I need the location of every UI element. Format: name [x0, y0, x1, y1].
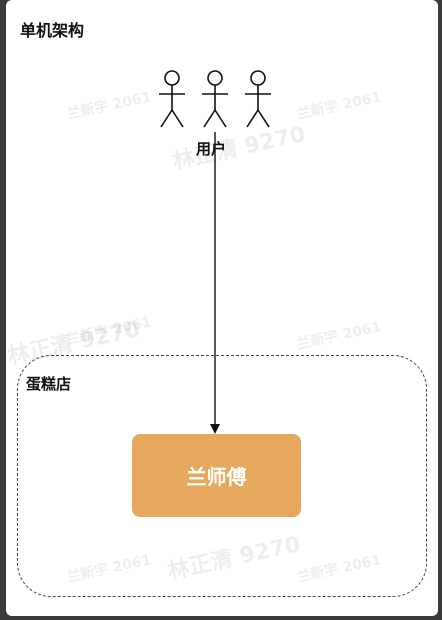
cake-shop-boundary: [17, 355, 427, 597]
diagram-canvas: 兰新宇 2061 兰新宇 2061 林正清 9270 林正清 9270 兰新宇 …: [6, 0, 438, 616]
user-figure-icon: [159, 70, 185, 128]
users-label: 用户: [196, 140, 227, 158]
worker-label: 兰师傅: [186, 465, 247, 489]
cake-shop-label: 蛋糕店: [26, 375, 72, 393]
worker-node: 兰师傅: [132, 434, 301, 517]
diagram-title: 单机架构: [20, 21, 85, 40]
user-figure-icon: [202, 70, 228, 128]
user-figure-icon: [245, 70, 271, 128]
diagram-graphics: [159, 70, 271, 434]
